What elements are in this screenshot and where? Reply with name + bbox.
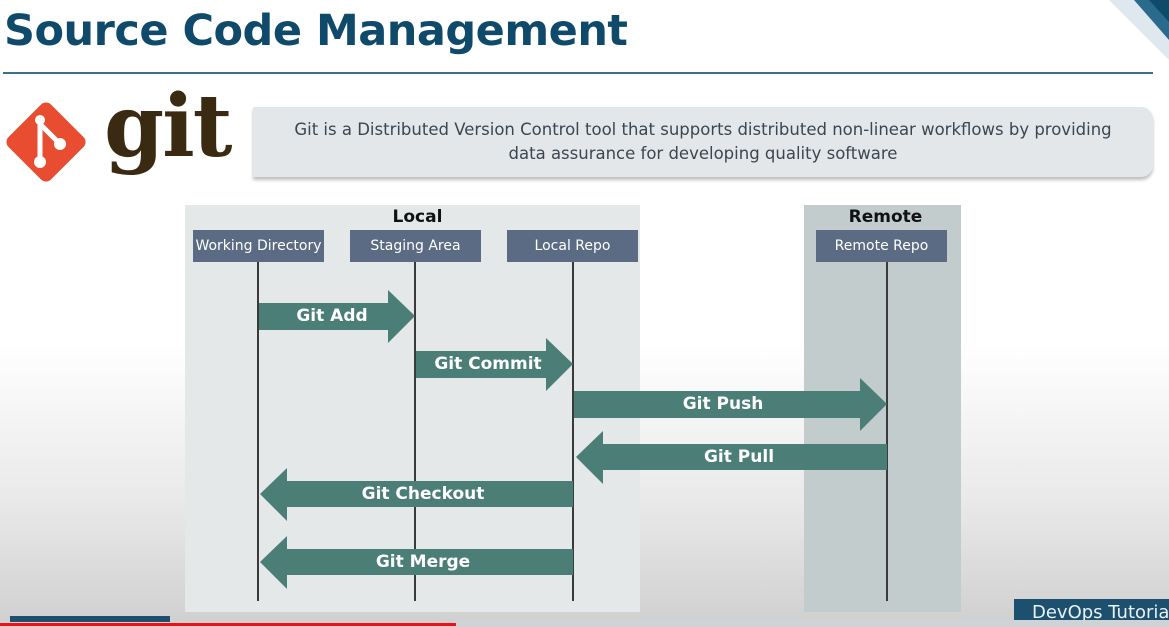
- git-add-arrow: [259, 290, 415, 343]
- remote-zone-label: Remote: [848, 207, 923, 227]
- git-merge-arrow: [260, 536, 573, 589]
- git-commit-label: Git Commit: [434, 354, 542, 374]
- git-pull-arrow: [576, 431, 887, 484]
- git-logo-wordmark: git: [104, 76, 233, 177]
- description-text: Git is a Distributed Version Control too…: [294, 120, 1112, 163]
- git-add-label: Git Add: [296, 306, 368, 326]
- git-pull-label: Git Pull: [703, 447, 775, 467]
- local-repo-header: Local Repo: [507, 230, 638, 262]
- git-merge-label: Git Merge: [375, 552, 471, 572]
- git-checkout-arrow: [260, 468, 573, 521]
- video-progress: [0, 623, 456, 626]
- local-zone: [185, 205, 640, 612]
- git-checkout-label: Git Checkout: [361, 484, 485, 504]
- remote-repo-header: Remote Repo: [816, 230, 947, 262]
- git-push-label: Git Push: [682, 394, 764, 414]
- local-zone-label: Local: [392, 207, 443, 227]
- staging-area-header: Staging Area: [350, 230, 481, 262]
- git-push-arrow: [574, 378, 887, 431]
- description-callout: Git is a Distributed Version Control too…: [253, 107, 1153, 177]
- chapter-marker[interactable]: [10, 616, 170, 622]
- git-logo-icon: [6, 102, 86, 182]
- git-commit-arrow: [416, 338, 573, 391]
- video-seek-bar[interactable]: [0, 620, 1169, 627]
- corner-decoration: [1109, 0, 1169, 60]
- working-directory-header: Working Directory: [193, 230, 324, 262]
- title-divider: [3, 72, 1153, 74]
- page-title: Source Code Management: [4, 6, 628, 56]
